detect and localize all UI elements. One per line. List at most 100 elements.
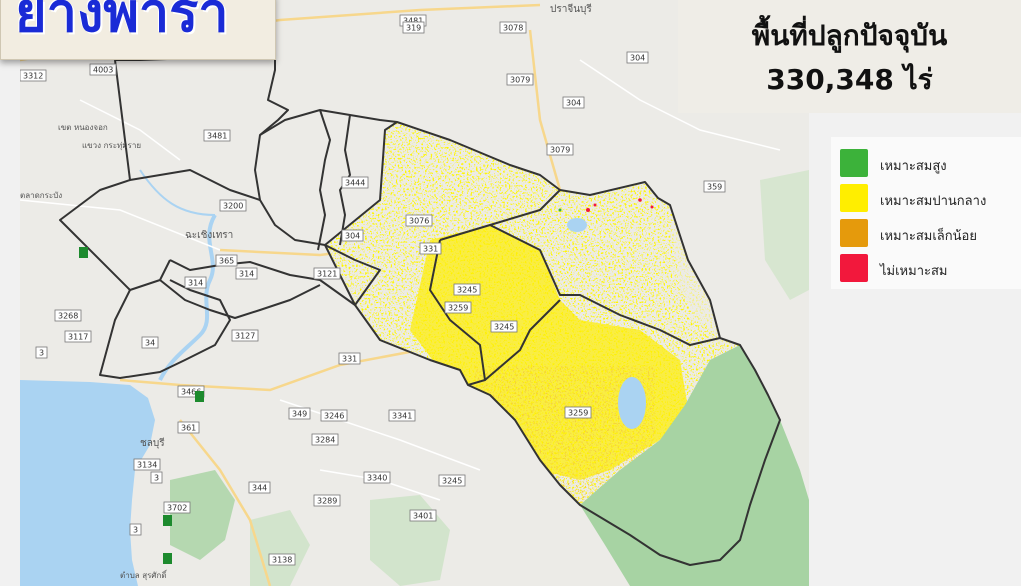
road-number: 3245 <box>457 286 477 295</box>
road-shield: 3341 <box>388 409 416 422</box>
road-shield: 304 <box>341 229 364 242</box>
road-shield: 3245 <box>438 474 466 487</box>
road-number: 3284 <box>315 436 335 445</box>
road-shield: 314 <box>184 276 207 289</box>
road-shield-bg <box>288 407 311 420</box>
road-shield: 3284 <box>311 433 339 446</box>
road-shield-bg <box>564 406 592 419</box>
road-shield: 359 <box>703 180 726 193</box>
road-shield-bg <box>133 458 161 471</box>
place-label: ตำบล สุรศักดิ์ <box>120 569 168 580</box>
road-number: 3289 <box>317 497 337 506</box>
road-shield: 3134 <box>133 458 161 471</box>
road-number: 3 <box>39 349 44 358</box>
road-shield-bg <box>231 329 259 342</box>
road-shield-bg <box>141 336 159 349</box>
road-number: 3702 <box>167 504 187 513</box>
road-number: 3078 <box>503 24 523 33</box>
road-number: 3444 <box>345 179 365 188</box>
road-shield: 3078 <box>499 21 527 34</box>
place-label: ฉะเชิงเทรา <box>185 230 233 241</box>
place-label: ชลบุรี <box>140 437 165 449</box>
road-shield-bg <box>268 553 296 566</box>
road-shield-bg <box>203 129 231 142</box>
road-shield: 3245 <box>490 320 518 333</box>
road-shield-bg <box>402 21 425 34</box>
place-label: เขต หนองจอก <box>58 123 108 132</box>
road-shield: 365 <box>215 254 238 267</box>
road-number: 344 <box>252 484 267 493</box>
road-shield: 3444 <box>341 176 369 189</box>
road-number: 3246 <box>324 412 344 421</box>
road-shield-bg <box>150 471 163 484</box>
road-number: 3341 <box>392 412 412 421</box>
road-shield-bg <box>546 143 574 156</box>
legend-label: เหมาะสมสูง <box>880 159 947 174</box>
road-shield-bg <box>409 509 437 522</box>
road-shield-bg <box>54 309 82 322</box>
road-number: 3076 <box>409 217 429 226</box>
road-shield: 3079 <box>506 73 534 86</box>
road-shield-bg <box>313 267 341 280</box>
road-shield-bg <box>89 63 117 76</box>
road-shield-bg <box>248 481 271 494</box>
road-shield-bg <box>703 180 726 193</box>
planting-area-label: พื้นที่ปลูกปัจจุบัน <box>751 19 948 52</box>
legend-item-marginal: เหมาะสมเล็กน้อย <box>840 219 1021 247</box>
road-number: 314 <box>239 270 254 279</box>
title-box: ยางพารา <box>0 0 276 60</box>
road-shield-bg <box>313 494 341 507</box>
road-shield: 344 <box>248 481 271 494</box>
road-number: 3134 <box>137 461 157 470</box>
road-number: 3401 <box>413 512 433 521</box>
legend-swatch <box>840 219 868 247</box>
road-number: 3466 <box>181 388 201 397</box>
road-shield: 3702 <box>163 501 191 514</box>
road-shield: 3289 <box>313 494 341 507</box>
legend-item-high: เหมาะสมสูง <box>840 149 1021 177</box>
legend-item-moderate: เหมาะสมปานกลาง <box>840 184 1021 212</box>
place-label: ปราจีนบุรี <box>550 3 592 15</box>
road-number: 304 <box>630 54 645 63</box>
road-shield-bg <box>388 409 416 422</box>
road-shield-bg <box>444 301 472 314</box>
road-shield-bg <box>490 320 518 333</box>
road-number: 3121 <box>317 270 337 279</box>
planting-area-value: 330,348 ไร่ <box>766 63 933 96</box>
road-shield: 3259 <box>444 301 472 314</box>
forest-area <box>760 170 809 300</box>
legend-label: ไม่เหมาะสม <box>880 264 948 279</box>
road-shield-bg <box>341 229 364 242</box>
road-shield: 4003 <box>89 63 117 76</box>
road-number: 3 <box>133 526 138 535</box>
river <box>158 213 217 381</box>
road-shield-bg <box>129 523 142 536</box>
road-shield-bg <box>341 176 369 189</box>
road-shield: 3200 <box>219 199 247 212</box>
road-shield-bg <box>419 242 442 255</box>
road-number: 3 <box>154 474 159 483</box>
road-number: 331 <box>342 355 357 364</box>
road-shield-bg <box>438 474 466 487</box>
road-shield: 3 <box>150 471 163 484</box>
road-number: 4003 <box>93 66 113 75</box>
road-number: 3117 <box>68 333 88 342</box>
road-shield-bg <box>64 330 92 343</box>
legend-label: เหมาะสมปานกลาง <box>880 194 987 209</box>
road-shield-bg <box>177 421 200 434</box>
road-shield-bg <box>453 283 481 296</box>
road-shield: 331 <box>338 352 361 365</box>
road-shield-bg <box>20 69 47 82</box>
road-shield-bg <box>35 346 48 359</box>
road-shield-bg <box>215 254 238 267</box>
road-shield: 3246 <box>320 409 348 422</box>
minor-roads <box>20 59 781 501</box>
road-number: 359 <box>707 183 722 192</box>
road-shield: 3138 <box>268 553 296 566</box>
road-shield-bg <box>562 96 585 109</box>
road-shield: 3121 <box>313 267 341 280</box>
legend: เหมาะสมสูง เหมาะสมปานกลาง เหมาะสมเล็กน้อ… <box>831 137 1021 289</box>
highway-marker <box>79 247 204 564</box>
